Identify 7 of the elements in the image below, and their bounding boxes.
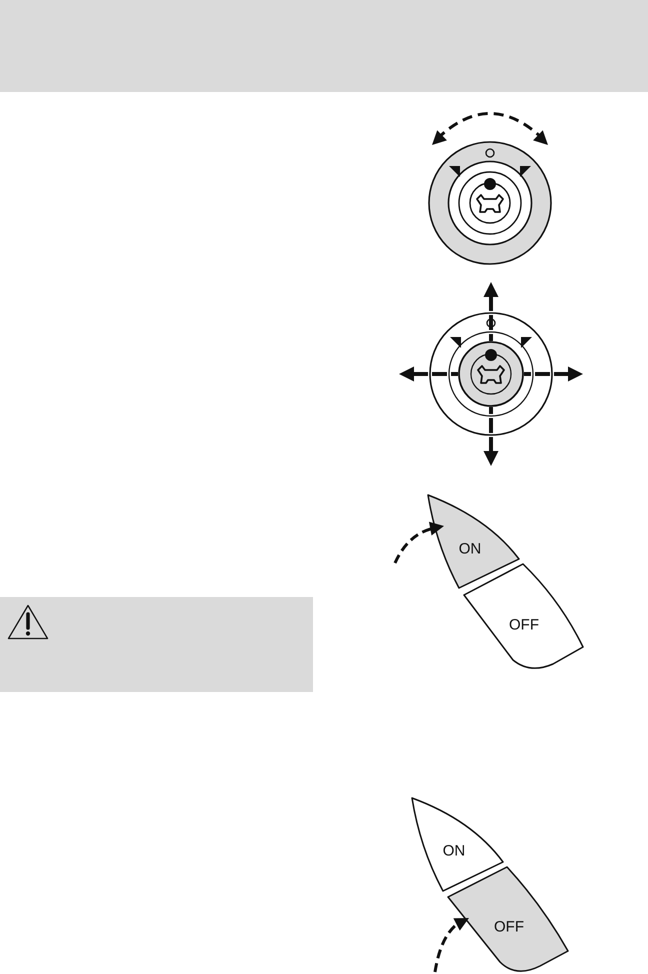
switch-label: ON: [442, 844, 466, 858]
rocker-switch-segment: [410, 796, 505, 893]
switch-label: OFF: [509, 618, 539, 632]
rocker-switch-segment: [426, 493, 521, 590]
switch-label: OFF: [494, 920, 524, 934]
switch-label: ON: [458, 542, 482, 556]
rocker-switch-segment: [446, 865, 570, 974]
